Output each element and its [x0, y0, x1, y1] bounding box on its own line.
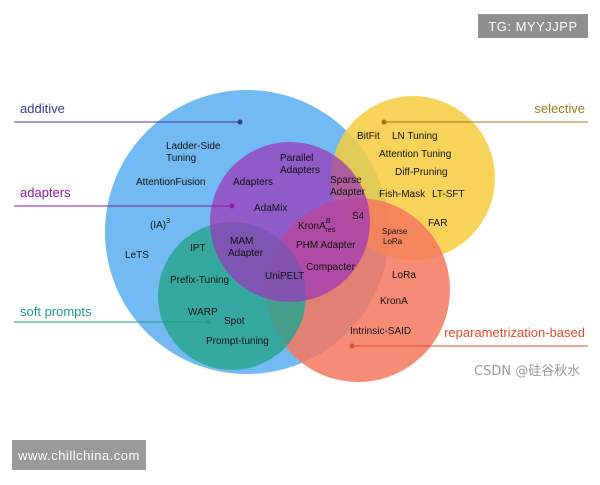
method-bitfit: BitFit — [357, 131, 380, 142]
selective-pointer-dot — [381, 119, 387, 125]
method-ia3-base: (IA) — [150, 220, 166, 231]
method-far: FAR — [428, 218, 447, 229]
adapters-pointer-dot — [229, 203, 235, 209]
method-ladder-side-tuning: Tuning — [166, 153, 196, 164]
method-spot: Spot — [224, 316, 245, 327]
method-prompt-tuning: Prompt-tuning — [206, 336, 269, 347]
telegram-badge: TG: MYYJJPP — [478, 14, 588, 38]
additive-pointer-dot — [237, 119, 243, 125]
label-additive: additive — [20, 101, 65, 116]
method-sparse-adapter: Sparse — [330, 175, 362, 186]
method-sparse-adapter: Adapter — [330, 187, 366, 198]
method-s4: S4 — [352, 211, 365, 222]
method-attention-tuning: Attention Tuning — [379, 149, 451, 160]
method-ia3: (IA)3 — [150, 218, 170, 231]
method-mam-adapter: MAM — [230, 236, 253, 247]
method-lora: LoRa — [392, 270, 416, 281]
method-diff-pruning: Diff-Pruning — [395, 167, 448, 178]
method-fish-mask: Fish-Mask — [379, 189, 426, 200]
adapters-circle — [210, 142, 370, 302]
method-mam-adapter: Adapter — [228, 248, 264, 259]
method-krona-res-base: KronA — [298, 221, 326, 232]
method-sparse-lora: LoRa — [383, 237, 403, 246]
method-adapters: Adapters — [233, 177, 273, 188]
method-parallel-adapters: Adapters — [280, 165, 320, 176]
method-warp: WARP — [188, 307, 218, 318]
reparametrization-pointer-dot — [349, 343, 355, 349]
method-unipelt: UniPELT — [265, 271, 304, 282]
method-ladder-side-tuning: Ladder-Side — [166, 141, 221, 152]
method-parallel-adapters: Parallel — [280, 153, 313, 164]
method-adamix: AdaMix — [254, 203, 287, 214]
method-ipt: IPT — [190, 243, 206, 254]
soft-prompts-pointer-dot — [205, 319, 211, 325]
method-phm-adapter: PHM Adapter — [296, 240, 356, 251]
method-attention-fusion: AttentionFusion — [136, 177, 206, 188]
csdn-watermark: CSDN @硅谷秋水 — [474, 364, 581, 379]
site-watermark-badge: www.chillchina.com — [12, 440, 146, 470]
label-soft-prompts: soft prompts — [20, 304, 92, 319]
method-krona: KronA — [380, 296, 408, 307]
method-ln-tuning: LN Tuning — [392, 131, 438, 142]
method-lets: LeTS — [125, 250, 149, 261]
label-adapters: adapters — [20, 185, 71, 200]
label-reparametrization-based: reparametrization-based — [444, 325, 585, 340]
method-sparse-lora: Sparse — [382, 227, 408, 236]
method-krona-res-sub: res — [325, 227, 335, 234]
method-prefix-tuning: Prefix-Tuning — [170, 275, 229, 286]
method-intrinsic-said: Intrinsic-SAID — [350, 326, 411, 337]
method-ia3-sup: 3 — [166, 218, 170, 225]
method-krona-res-sup: B — [326, 218, 331, 225]
method-lt-sft: LT-SFT — [432, 189, 465, 200]
method-compacter: Compacter — [306, 262, 356, 273]
label-selective: selective — [534, 101, 585, 116]
